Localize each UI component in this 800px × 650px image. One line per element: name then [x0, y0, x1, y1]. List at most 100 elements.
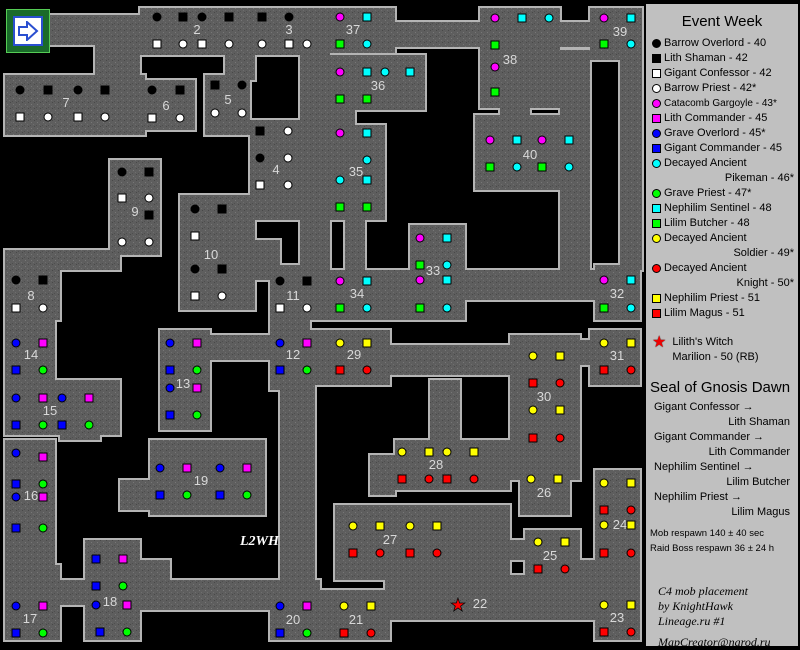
mob-spawn-marker[interactable] — [362, 67, 372, 77]
mob-spawn-marker[interactable] — [11, 365, 21, 375]
mob-spawn-marker[interactable] — [190, 264, 200, 274]
mob-spawn-marker[interactable] — [175, 85, 185, 95]
mob-spawn-marker[interactable] — [275, 303, 285, 313]
mob-spawn-marker[interactable] — [528, 378, 538, 388]
mob-spawn-marker[interactable] — [424, 447, 434, 457]
mob-spawn-marker[interactable] — [43, 85, 53, 95]
mob-spawn-marker[interactable] — [415, 260, 425, 270]
mob-spawn-marker[interactable] — [528, 351, 538, 361]
mob-spawn-marker[interactable] — [38, 492, 48, 502]
mob-spawn-marker[interactable] — [11, 628, 21, 638]
mob-spawn-marker[interactable] — [362, 128, 372, 138]
mob-spawn-marker[interactable] — [302, 601, 312, 611]
mob-spawn-marker[interactable] — [626, 338, 636, 348]
mob-spawn-marker[interactable] — [147, 85, 157, 95]
raid-boss-star-icon[interactable]: ★ — [450, 595, 467, 616]
mob-spawn-marker[interactable] — [165, 338, 175, 348]
mob-spawn-marker[interactable] — [152, 12, 162, 22]
mob-spawn-marker[interactable] — [442, 275, 452, 285]
mob-spawn-marker[interactable] — [555, 351, 565, 361]
mob-spawn-marker[interactable] — [275, 276, 285, 286]
mob-spawn-marker[interactable] — [117, 193, 127, 203]
mob-spawn-marker[interactable] — [182, 463, 192, 473]
mob-spawn-marker[interactable] — [38, 420, 48, 430]
mob-spawn-marker[interactable] — [362, 338, 372, 348]
mob-spawn-marker[interactable] — [242, 463, 252, 473]
mob-spawn-marker[interactable] — [335, 128, 345, 138]
mob-spawn-marker[interactable] — [224, 12, 234, 22]
mob-spawn-marker[interactable] — [415, 275, 425, 285]
mob-spawn-marker[interactable] — [242, 490, 252, 500]
mob-spawn-marker[interactable] — [442, 260, 452, 270]
mob-spawn-marker[interactable] — [599, 600, 609, 610]
mob-spawn-marker[interactable] — [626, 275, 636, 285]
mob-spawn-marker[interactable] — [217, 204, 227, 214]
mob-spawn-marker[interactable] — [599, 39, 609, 49]
mob-spawn-marker[interactable] — [537, 135, 547, 145]
mob-spawn-marker[interactable] — [215, 490, 225, 500]
mob-spawn-marker[interactable] — [626, 13, 636, 23]
mob-spawn-marker[interactable] — [152, 39, 162, 49]
mob-spawn-marker[interactable] — [555, 405, 565, 415]
mob-spawn-marker[interactable] — [405, 67, 415, 77]
mob-spawn-marker[interactable] — [366, 601, 376, 611]
mob-spawn-marker[interactable] — [469, 447, 479, 457]
mob-spawn-marker[interactable] — [283, 153, 293, 163]
mob-spawn-marker[interactable] — [147, 113, 157, 123]
mob-spawn-marker[interactable] — [335, 303, 345, 313]
mob-spawn-marker[interactable] — [380, 67, 390, 77]
mob-spawn-marker[interactable] — [144, 237, 154, 247]
mob-spawn-marker[interactable] — [43, 112, 53, 122]
mob-spawn-marker[interactable] — [348, 521, 358, 531]
mob-spawn-marker[interactable] — [339, 601, 349, 611]
mob-spawn-marker[interactable] — [217, 264, 227, 274]
mob-spawn-marker[interactable] — [397, 474, 407, 484]
mob-spawn-marker[interactable] — [257, 39, 267, 49]
mob-spawn-marker[interactable] — [57, 393, 67, 403]
mob-spawn-marker[interactable] — [555, 433, 565, 443]
mob-spawn-marker[interactable] — [11, 393, 21, 403]
mob-spawn-marker[interactable] — [512, 135, 522, 145]
mob-spawn-marker[interactable] — [362, 303, 372, 313]
mob-spawn-marker[interactable] — [302, 276, 312, 286]
mob-spawn-marker[interactable] — [38, 601, 48, 611]
mob-spawn-marker[interactable] — [118, 581, 128, 591]
mob-spawn-marker[interactable] — [626, 303, 636, 313]
mob-spawn-marker[interactable] — [442, 447, 452, 457]
mob-spawn-marker[interactable] — [165, 383, 175, 393]
mob-spawn-marker[interactable] — [335, 175, 345, 185]
mob-spawn-marker[interactable] — [210, 80, 220, 90]
mob-spawn-marker[interactable] — [348, 548, 358, 558]
mob-spawn-marker[interactable] — [362, 276, 372, 286]
mob-spawn-marker[interactable] — [190, 204, 200, 214]
mob-spawn-marker[interactable] — [599, 548, 609, 558]
mob-spawn-marker[interactable] — [275, 338, 285, 348]
mob-spawn-marker[interactable] — [38, 479, 48, 489]
mob-spawn-marker[interactable] — [485, 135, 495, 145]
mob-spawn-marker[interactable] — [144, 167, 154, 177]
mob-spawn-marker[interactable] — [144, 210, 154, 220]
mob-spawn-marker[interactable] — [237, 80, 247, 90]
mob-spawn-marker[interactable] — [599, 505, 609, 515]
mob-spawn-marker[interactable] — [38, 275, 48, 285]
mob-spawn-marker[interactable] — [375, 521, 385, 531]
mob-spawn-marker[interactable] — [626, 365, 636, 375]
mob-spawn-marker[interactable] — [11, 448, 21, 458]
mob-spawn-marker[interactable] — [362, 39, 372, 49]
mob-spawn-marker[interactable] — [302, 338, 312, 348]
mob-spawn-marker[interactable] — [38, 628, 48, 638]
mob-spawn-marker[interactable] — [517, 13, 527, 23]
mob-spawn-marker[interactable] — [526, 474, 536, 484]
mob-spawn-marker[interactable] — [599, 520, 609, 530]
mob-spawn-marker[interactable] — [224, 39, 234, 49]
mob-spawn-marker[interactable] — [362, 94, 372, 104]
mob-spawn-marker[interactable] — [553, 474, 563, 484]
mob-spawn-marker[interactable] — [57, 420, 67, 430]
mob-spawn-marker[interactable] — [144, 193, 154, 203]
mob-spawn-marker[interactable] — [95, 627, 105, 637]
mob-spawn-marker[interactable] — [375, 548, 385, 558]
mob-spawn-marker[interactable] — [626, 478, 636, 488]
mob-spawn-marker[interactable] — [283, 126, 293, 136]
mob-spawn-marker[interactable] — [362, 155, 372, 165]
mob-spawn-marker[interactable] — [339, 628, 349, 638]
